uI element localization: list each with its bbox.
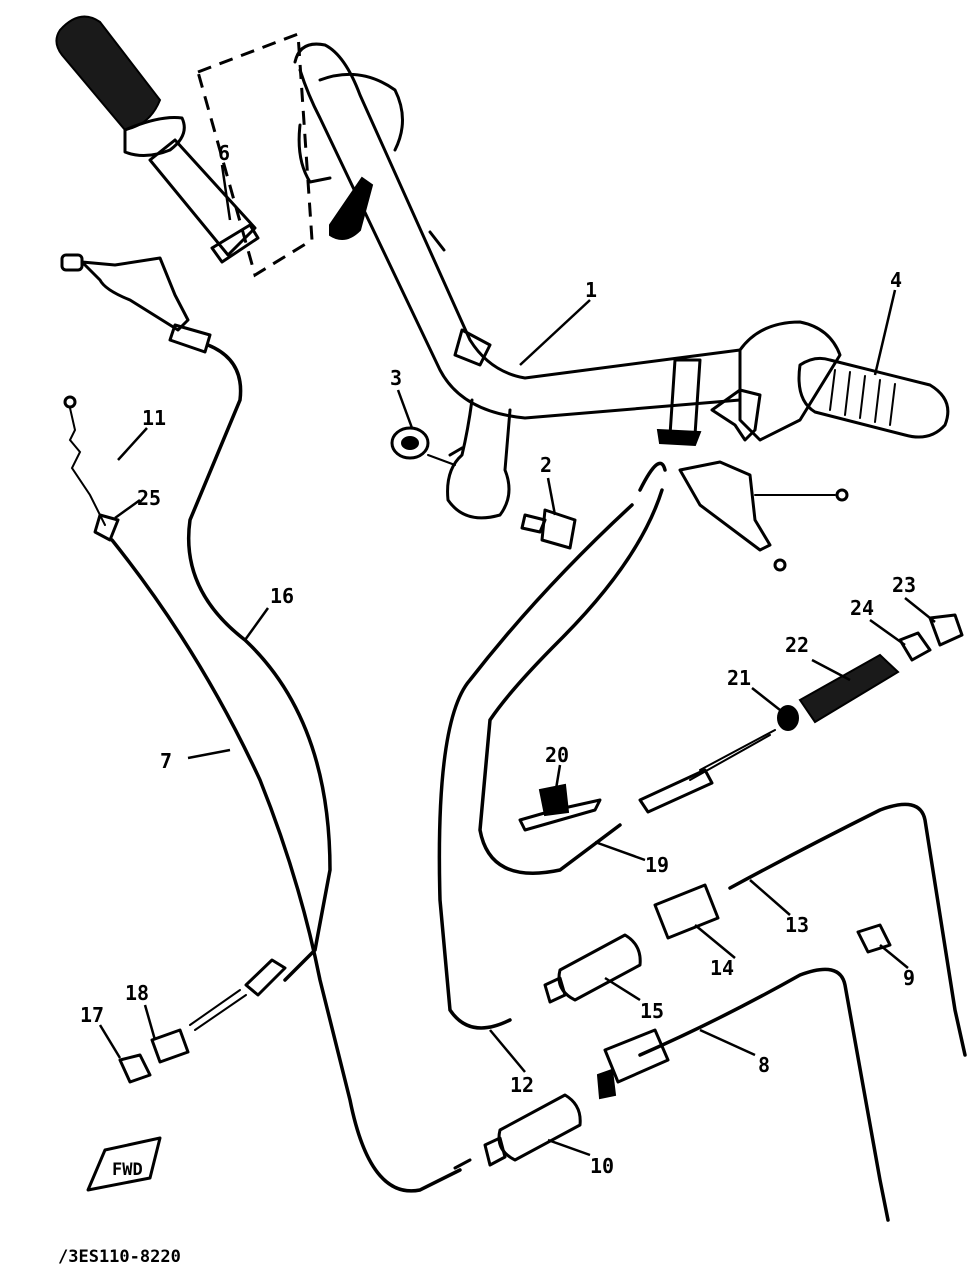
callout-16: 16 — [270, 584, 294, 608]
cable-13 — [728, 802, 967, 1057]
left-lever-bracket — [60, 253, 212, 354]
callout-6: 6 — [218, 141, 230, 165]
callout-18: 18 — [125, 981, 149, 1005]
callout-23: 23 — [892, 573, 916, 597]
callout-19: 19 — [645, 853, 669, 877]
callout-20: 20 — [545, 743, 569, 767]
callout-14: 14 — [710, 956, 734, 980]
callout-1: 1 — [585, 278, 597, 302]
callout-12: 12 — [510, 1073, 534, 1097]
callout-7: 7 — [160, 749, 172, 773]
sleeve-15 — [557, 933, 642, 1002]
part-9 — [856, 923, 892, 954]
adjuster-parts — [638, 613, 964, 814]
callout-13: 13 — [785, 913, 809, 937]
right-lever-bracket — [678, 460, 849, 572]
cable-16 — [186, 343, 332, 982]
callout-21: 21 — [727, 666, 751, 690]
handlebar — [293, 42, 742, 520]
part-17 — [118, 1053, 152, 1084]
leader-lines — [98, 164, 936, 1157]
sleeve-10 — [497, 1093, 582, 1162]
cable-12 — [437, 461, 667, 1030]
callout-2: 2 — [540, 453, 552, 477]
callout-4: 4 — [890, 268, 902, 292]
callout-25: 25 — [137, 486, 161, 510]
cable-8 — [638, 967, 890, 1222]
diagram-code: /3ES110-8220 — [58, 1247, 181, 1267]
callout-17: 17 — [80, 1003, 104, 1027]
junction-blocks — [596, 883, 720, 1100]
part-18 — [150, 1028, 190, 1064]
cable-7 — [63, 395, 472, 1193]
right-grip — [656, 320, 950, 447]
callout-22: 22 — [785, 633, 809, 657]
callouts: 6 1 4 3 2 11 25 16 7 23 24 22 21 20 19 1… — [80, 141, 916, 1178]
callout-11: 11 — [142, 406, 166, 430]
callout-9: 9 — [903, 966, 915, 990]
callout-10: 10 — [590, 1154, 614, 1178]
callout-3: 3 — [390, 366, 402, 390]
callout-8: 8 — [758, 1053, 770, 1077]
front-arrow-label: FWD — [112, 1160, 143, 1180]
bolt-and-washer — [390, 426, 577, 550]
callout-15: 15 — [640, 999, 664, 1023]
callout-24: 24 — [850, 596, 874, 620]
front-arrow-icon: FWD — [86, 1136, 162, 1192]
left-grip — [55, 15, 314, 278]
cable-19 — [478, 488, 664, 875]
